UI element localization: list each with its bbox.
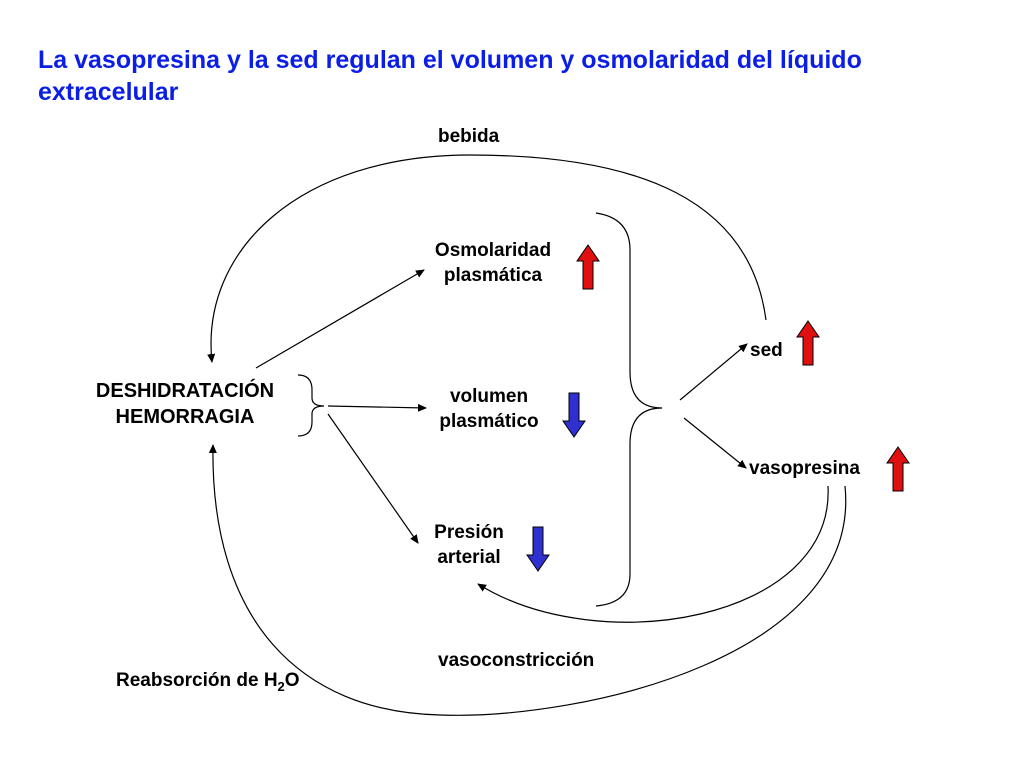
- node-osmolarity-line2: plasmática: [443, 265, 543, 286]
- node-pressure-line1: Presión: [434, 522, 504, 543]
- node-osmolarity-line1: Osmolaridad: [434, 240, 552, 261]
- page-title: La vasopresina y la sed regulan el volum…: [38, 46, 862, 106]
- reabsorption-loop-arrow: [208, 444, 847, 716]
- drinking-loop-arrow: [207, 154, 767, 363]
- node-pressure: Presión arterial: [414, 520, 524, 570]
- edge-label-vasoconstriction: vasoconstricción: [438, 650, 595, 671]
- node-thirst: sed: [750, 340, 783, 361]
- thirst-up-arrow-icon: [796, 320, 820, 366]
- node-volume-line1: volumen: [449, 386, 529, 407]
- node-pressure-line2: arterial: [437, 547, 501, 568]
- arrow-to-osmolarity: [255, 269, 425, 369]
- vasopressin-up-arrow-icon: [886, 446, 910, 492]
- pressure-down-arrow-icon: [526, 526, 550, 572]
- node-osmolarity: Osmolaridad plasmática: [423, 238, 563, 288]
- node-volume-line2: plasmático: [439, 411, 539, 432]
- arrow-to-vasopressin: [683, 417, 747, 469]
- node-vasopressin: vasopresina: [749, 458, 860, 479]
- arrow-to-thirst: [679, 343, 748, 401]
- edge-label-reabsorption: Reabsorción de H2O: [116, 670, 300, 694]
- volume-down-arrow-icon: [562, 392, 586, 438]
- node-cause-line1: DESHIDRATACIÓN: [95, 380, 275, 402]
- arrow-to-pressure: [327, 413, 419, 544]
- edge-label-drinking: bebida: [438, 126, 500, 147]
- cause-brace: [297, 374, 325, 437]
- variables-brace: [595, 212, 663, 607]
- osmolarity-up-arrow-icon: [576, 244, 600, 290]
- arrow-to-volume: [327, 403, 427, 412]
- vasoconstriction-loop-arrow: [477, 485, 829, 623]
- node-cause-line2: HEMORRAGIA: [115, 406, 255, 428]
- node-volume: volumen plasmático: [420, 384, 558, 434]
- node-cause: DESHIDRATACIÓN HEMORRAGIA: [72, 378, 298, 430]
